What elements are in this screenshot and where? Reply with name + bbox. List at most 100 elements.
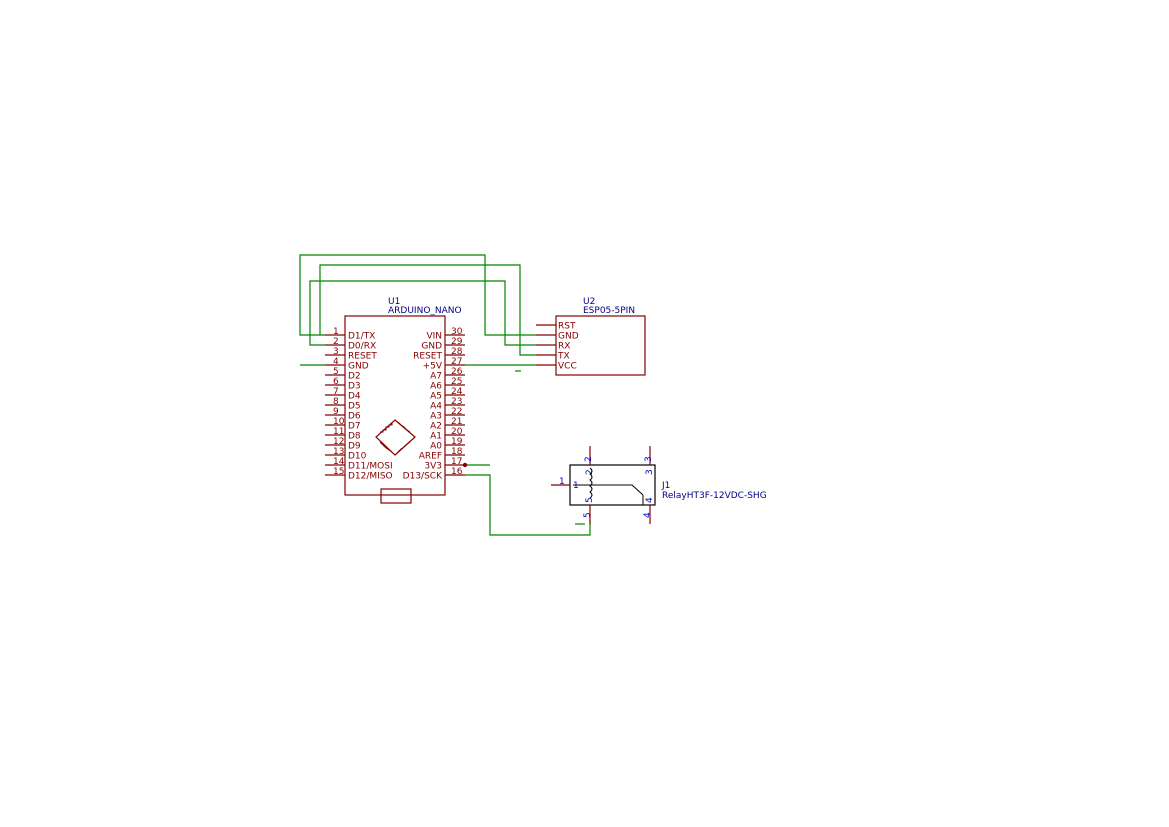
u1-usb-connector	[380, 488, 412, 504]
u1-pin-a7-label: A7	[430, 372, 442, 382]
u1-pin-17-number: 17	[451, 457, 462, 467]
u1-pin-4-number: 4	[333, 357, 339, 367]
u1-pin-d0-rx-label: D0/RX	[348, 342, 376, 352]
u1-pin-14-number: 14	[333, 457, 345, 467]
u1-chip-legs-2	[397, 421, 411, 433]
u1-pin-3v3-label: 3V3	[424, 462, 442, 472]
u1-chip-icon	[375, 419, 416, 456]
j1-pin3-num-inner: 3	[645, 469, 655, 475]
u1-pin-reset-label: RESET	[413, 352, 442, 362]
u1-pin-29-number: 29	[451, 337, 463, 347]
u1-pin-28-number: 28	[451, 347, 463, 357]
u2-pin-tx-label: TX	[557, 352, 570, 362]
u1-pin-21-number: 21	[451, 417, 462, 427]
j1-pin5-num-inner: 5	[585, 497, 595, 503]
u1-pin-5v-label: +5V	[423, 362, 443, 372]
j1-pin2-num-outer: 2	[584, 456, 594, 462]
u1-pin-d9-label: D9	[348, 442, 361, 452]
j1-value: RelayHT3F-12VDC-SHG	[662, 491, 767, 501]
u1-pin-25-number: 25	[451, 377, 462, 387]
u1-pin-a4-label: A4	[430, 402, 442, 412]
u1-pin-24-number: 24	[451, 387, 463, 397]
u1-pin-a2-label: A2	[430, 422, 442, 432]
u1-pin-d2-label: D2	[348, 372, 361, 382]
u1-pin-d1-tx-label: D1/TX	[348, 332, 375, 342]
j1-pin4-num-outer: 4	[643, 512, 653, 518]
u1-pin-19-number: 19	[451, 437, 463, 447]
u1-pin-22-number: 22	[451, 407, 462, 417]
u1-pin-20-number: 20	[451, 427, 463, 437]
u1-pin-23-number: 23	[451, 397, 462, 407]
u1-pin-gnd-label: GND	[348, 362, 369, 372]
u1-pin-30-number: 30	[451, 327, 463, 337]
u1-pin-12-number: 12	[333, 437, 344, 447]
u1-pin-d11-mosi-label: D11/MOSI	[348, 462, 393, 472]
u1-pin-a6-label: A6	[430, 382, 442, 392]
wire-loop-tx	[319, 264, 536, 356]
u2-pin-gnd-label: GND	[558, 332, 579, 342]
u1-pin-9-number: 9	[333, 407, 339, 417]
u1-pin-a0-label: A0	[430, 442, 442, 452]
u2-pin-rx-label: RX	[558, 342, 570, 352]
u1-pin-d4-label: D4	[348, 392, 361, 402]
wire-d0rx-to-rx	[309, 280, 536, 346]
u1-pin-d3-label: D3	[348, 382, 361, 392]
u1-pin-18-number: 18	[451, 447, 463, 457]
u1-pin-13-number: 13	[333, 447, 344, 457]
u1-chip-legs-3	[379, 441, 393, 453]
u1-value: ARDUINO_NANO	[388, 306, 462, 316]
wires	[299, 254, 591, 536]
u1-pin-aref-label: AREF	[419, 452, 442, 462]
u1-pin-d8-label: D8	[348, 432, 361, 442]
u1-pin-d12-miso-label: D12/MISO	[348, 472, 393, 482]
j1-pin4-num-inner: 4	[645, 497, 655, 503]
wire-d13-to-relay	[465, 474, 591, 536]
u1-pin-15-number: 15	[333, 467, 344, 477]
u1-pin-10-number: 10	[333, 417, 345, 427]
u2-ref: U2	[583, 297, 595, 307]
u2-value: ESP05-5PIN	[583, 306, 635, 316]
j1-pin5-num-outer: 5	[583, 512, 593, 518]
j1-ref: J1	[661, 481, 670, 491]
u1-pin-d6-label: D6	[348, 412, 361, 422]
u1-chip-legs	[380, 422, 393, 433]
u1-pin-26-number: 26	[451, 367, 463, 377]
u1-ref: U1	[388, 297, 400, 307]
u2-pin-vcc-label: VCC	[558, 362, 577, 372]
u1-pin-vin-label: VIN	[426, 332, 442, 342]
j1-relay[interactable]: 1 1 2 2 3 3 4 4 5 5 J1 RelayHT3F-12VDC-S…	[551, 446, 767, 524]
u1-pin-d5-label: D5	[348, 402, 361, 412]
u1-pin-7-number: 7	[333, 387, 339, 397]
u1-pin-d10-label: D10	[348, 452, 367, 462]
u1-pin-reset-label: RESET	[348, 352, 377, 362]
u1-pin-8-number: 8	[333, 397, 339, 407]
wire-d1tx-to-gnd	[299, 254, 536, 336]
u1-pin-3-number: 3	[333, 347, 339, 357]
j1-pin3-num-outer: 3	[644, 456, 654, 462]
j1-pin2-num-inner: 2	[585, 469, 595, 475]
j1-contact-arm	[573, 484, 644, 496]
j1-pin1-num-inner: 1	[573, 481, 579, 491]
u2-pin-rst-label: RST	[558, 322, 576, 332]
u1-pin-a1-label: A1	[430, 432, 442, 442]
u1-pin-a3-label: A3	[430, 412, 442, 422]
u1-pin-2-number: 2	[333, 337, 339, 347]
u1-pin-d7-label: D7	[348, 422, 361, 432]
u1-pin-11-number: 11	[333, 427, 344, 437]
u1-pin-27-number: 27	[451, 357, 462, 367]
u1-pin-d13-sck-label: D13/SCK	[403, 472, 443, 482]
u1-pin-gnd-label: GND	[421, 342, 442, 352]
u1-pin-a5-label: A5	[430, 392, 442, 402]
j1-coil-icon	[589, 467, 593, 499]
u1-chip-legs-4	[397, 441, 411, 453]
u1-pin-5-number: 5	[333, 367, 339, 377]
u1-pin-6-number: 6	[333, 377, 339, 387]
j1-pin1-num-outer: 1	[559, 477, 565, 487]
u1-pin-1-number: 1	[333, 327, 339, 337]
